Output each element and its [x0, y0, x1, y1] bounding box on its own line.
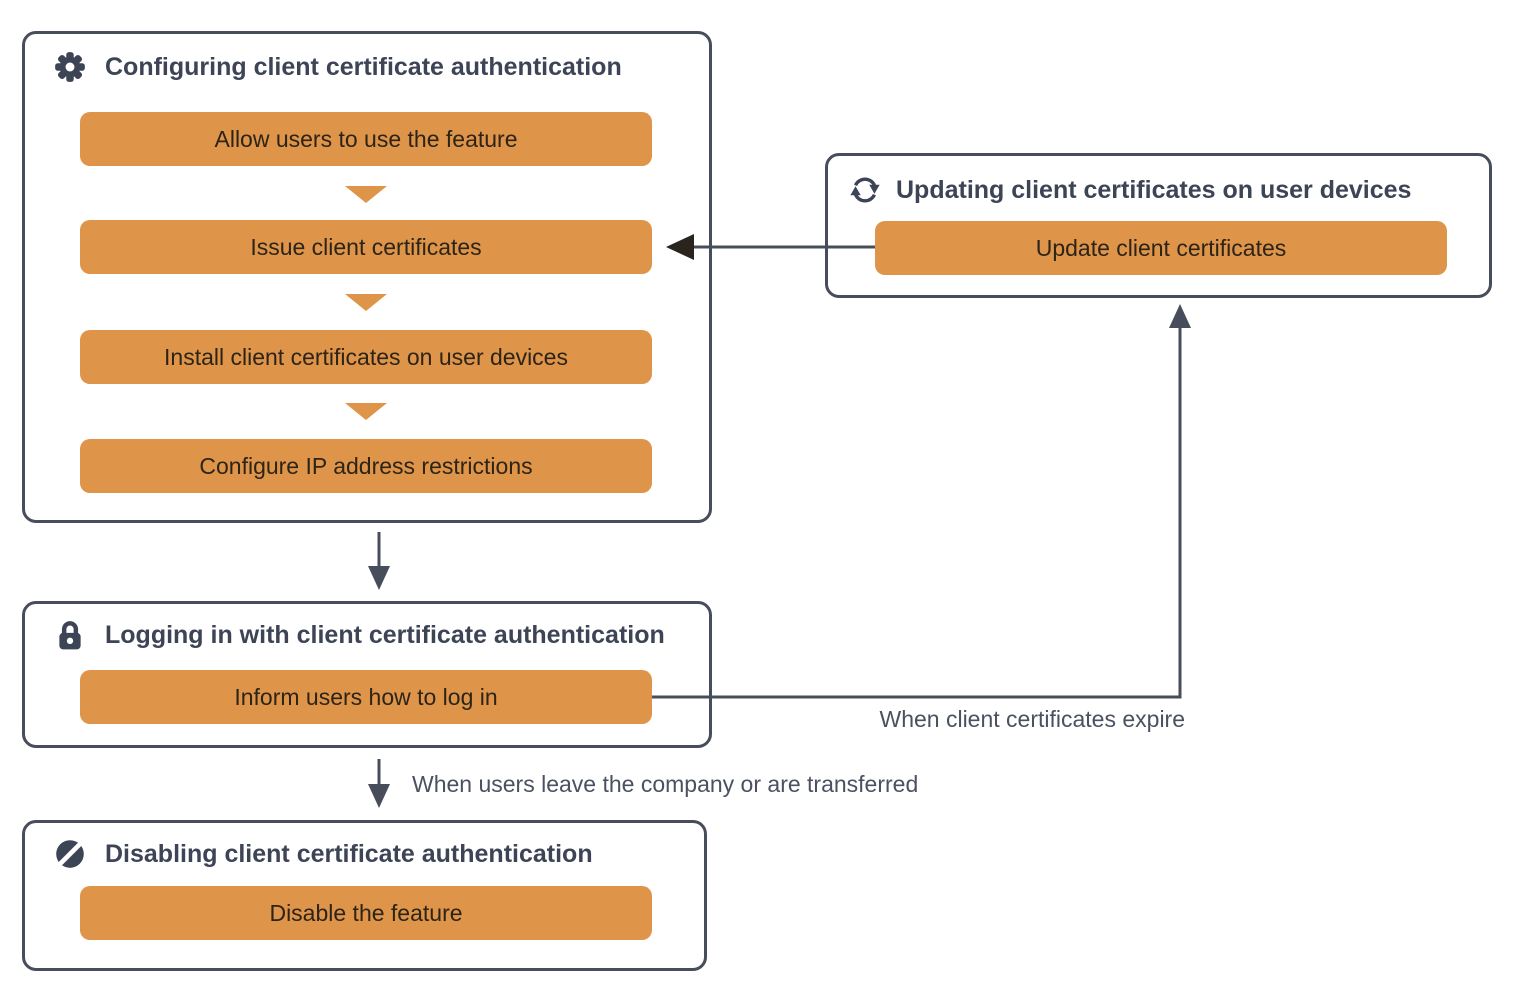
group-logging-in-title: Logging in with client certificate authe… — [105, 620, 665, 649]
connector-login-to-updating — [652, 304, 1191, 699]
step-issue-certificates: Issue client certificates — [80, 220, 652, 274]
group-updating-title: Updating client certificates on user dev… — [896, 175, 1412, 204]
step-allow-users: Allow users to use the feature — [80, 112, 652, 166]
refresh-icon — [850, 177, 880, 203]
group-updating-header: Updating client certificates on user dev… — [848, 173, 1411, 207]
group-logging-in-header: Logging in with client certificate authe… — [53, 618, 665, 652]
connector-configuring-to-login — [368, 532, 390, 590]
group-configuring-title: Configuring client certificate authentic… — [105, 52, 622, 81]
connector-login-to-disabling — [368, 759, 390, 808]
group-disabling-title: Disabling client certificate authenticat… — [105, 839, 593, 868]
edge-label-users-leave: When users leave the company or are tran… — [412, 771, 919, 797]
group-configuring-header: Configuring client certificate authentic… — [53, 50, 622, 84]
step-update-certificates: Update client certificates — [875, 221, 1447, 275]
edge-label-certificates-expire: When client certificates expire — [879, 706, 1185, 732]
step-down-arrow-icon — [345, 403, 387, 420]
no-entry-icon — [56, 840, 84, 868]
gear-icon — [55, 52, 85, 82]
step-disable-feature: Disable the feature — [80, 886, 652, 940]
step-configure-ip: Configure IP address restrictions — [80, 439, 652, 493]
step-inform-users: Inform users how to log in — [80, 670, 652, 724]
step-down-arrow-icon — [345, 186, 387, 203]
step-install-certificates: Install client certificates on user devi… — [80, 330, 652, 384]
group-disabling-header: Disabling client certificate authenticat… — [53, 837, 593, 871]
lock-icon — [59, 621, 81, 650]
step-down-arrow-icon — [345, 294, 387, 311]
